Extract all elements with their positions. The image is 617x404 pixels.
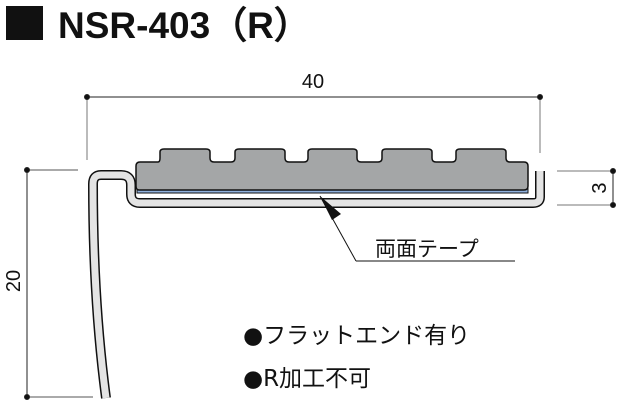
tape-label: 両面テープ [375,237,479,261]
height-label: 20 [3,270,25,292]
title-square-icon [6,6,43,40]
width-label: 40 [302,71,324,93]
arrow-head-icon [320,196,341,220]
tape-callout-leader [319,195,515,262]
note-no-r-processing: ●R加工不可 [243,366,371,392]
height-dimension [24,167,93,400]
tread-tile [135,148,529,191]
thickness-dimension [557,168,616,208]
note-flat-end: ●フラットエンド有り [243,323,470,349]
metal-profile [88,170,545,399]
diagram-title: NSR-403（R） [58,5,311,46]
width-dimension [84,94,543,160]
thickness-label: 3 [589,182,611,193]
